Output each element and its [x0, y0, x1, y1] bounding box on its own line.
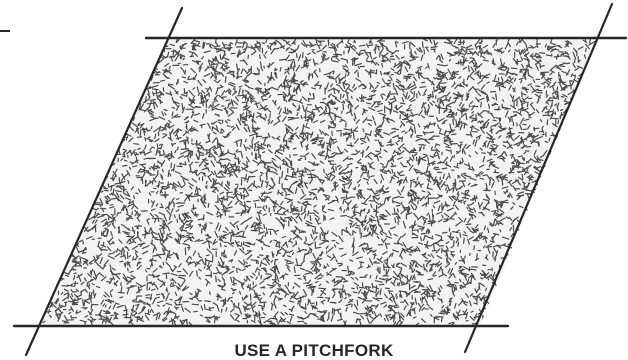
diagram-caption: USE A PITCHFORK: [0, 341, 628, 360]
